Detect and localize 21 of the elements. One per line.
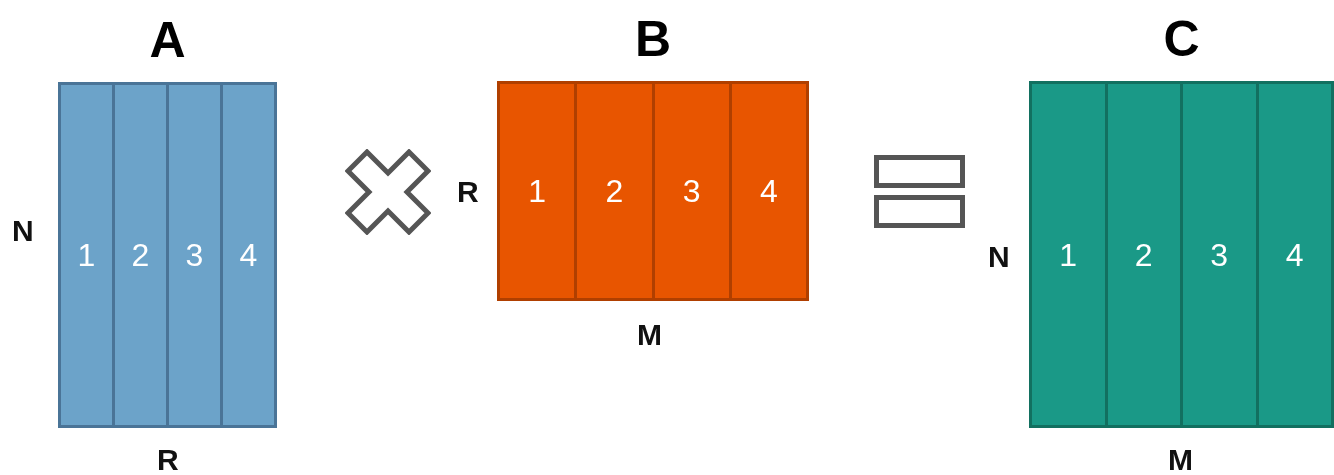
- dimension-label: N: [988, 242, 1010, 272]
- column-number: 4: [1285, 238, 1304, 271]
- column-number: 3: [1210, 238, 1229, 271]
- column-number: 3: [185, 239, 204, 271]
- column-number: 2: [605, 175, 624, 207]
- column-number: 2: [131, 239, 150, 271]
- column-number: 3: [682, 175, 701, 207]
- matrix-heading: A: [148, 15, 187, 65]
- column-number: 1: [1059, 238, 1078, 271]
- column-number: 1: [528, 175, 546, 207]
- matrix-heading: C: [1162, 14, 1201, 64]
- dimension-label: N: [12, 216, 34, 246]
- column-number: 2: [1134, 238, 1153, 271]
- dimension-label: R: [457, 177, 479, 207]
- column-number: 4: [759, 175, 778, 207]
- dimension-label: M: [1168, 445, 1193, 475]
- column-number: 4: [239, 239, 258, 271]
- matrix-heading: B: [633, 14, 673, 64]
- dimension-label: R: [157, 445, 179, 475]
- column-number: 1: [77, 239, 96, 271]
- dimension-label: M: [637, 320, 662, 350]
